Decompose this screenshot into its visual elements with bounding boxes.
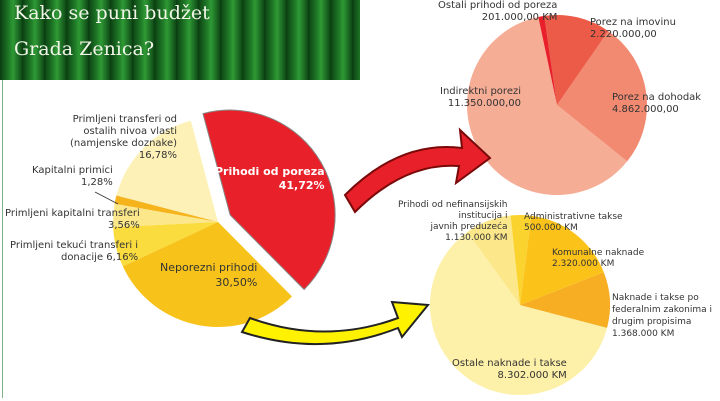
pie-slice [520, 215, 604, 305]
pie-slice [544, 15, 609, 106]
pie-slice [122, 222, 292, 328]
pie-slice [430, 232, 608, 395]
frame-line [2, 80, 3, 398]
title-line-2: Grada Zenica? [14, 38, 155, 60]
pie-slice [467, 16, 628, 195]
pie-slice [202, 109, 336, 291]
pie-slice [557, 31, 647, 162]
pie-slice [114, 195, 218, 222]
pie-slice [116, 120, 218, 222]
title-line-1: Kako se puni budžet [14, 2, 210, 24]
red-arrow [343, 127, 492, 214]
pie-slice [538, 15, 557, 105]
pie-slice [113, 222, 218, 267]
leader-line [94, 191, 119, 205]
pie-slice [112, 203, 218, 228]
title-banner: Kako se puni budžet Grada Zenica? [0, 0, 360, 80]
pie-slice [510, 214, 532, 305]
yellow-arrow [240, 300, 430, 346]
pie-slice [520, 272, 610, 328]
pie-slice [467, 215, 520, 305]
